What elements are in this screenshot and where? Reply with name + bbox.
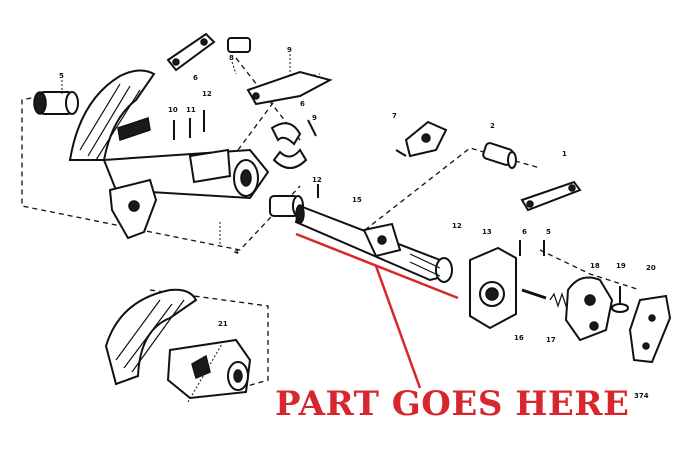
callout-label: 11	[186, 106, 196, 114]
assembly-line-far-right	[539, 249, 641, 291]
small-screws	[173, 110, 319, 198]
assembly-line-left	[21, 95, 301, 251]
part-goes-here-caption: PART GOES HERE	[275, 384, 630, 424]
red-annotation	[295, 232, 459, 389]
callout-label: 6	[522, 228, 527, 236]
callout-label: 4	[234, 248, 239, 256]
callout-label: 5	[59, 72, 64, 80]
callout-label: 10	[168, 106, 178, 114]
callout-label: 12	[312, 176, 322, 184]
callout-label: 9	[287, 46, 292, 54]
mid-top-bracket	[395, 120, 448, 158]
fork-bracket	[246, 70, 333, 106]
callout-label: 15	[352, 196, 362, 204]
callout-label: 20	[646, 264, 656, 272]
callout-label: 21	[218, 320, 228, 328]
callout-label: 6	[193, 74, 198, 82]
gasket-plate	[628, 294, 672, 364]
callout-label: 12	[452, 222, 462, 230]
callout-label: 7	[392, 112, 397, 120]
callout-numbers: 5 8 9 6 10 11 12 6 9 7 12 15 2 1 12 13 6…	[59, 46, 656, 400]
callout-label: 9	[312, 114, 317, 122]
assembly-line-mid	[237, 73, 321, 151]
callout-label: 12	[202, 90, 212, 98]
callout-label: 1	[562, 150, 567, 158]
callout-label: 17	[546, 336, 556, 344]
pivot-block	[469, 246, 517, 330]
callout-label: 18	[590, 262, 600, 270]
clamp-shells	[270, 122, 308, 169]
stud-and-spring	[519, 240, 571, 308]
callout-label: 6	[300, 100, 305, 108]
callout-label: 16	[514, 334, 524, 342]
clevis-block	[108, 178, 158, 240]
lower-housing	[104, 288, 252, 400]
callout-label: 19	[616, 262, 626, 270]
callout-label: 374	[634, 392, 649, 400]
link-bar	[520, 180, 582, 212]
callout-label: 5	[546, 228, 551, 236]
callout-leaders	[61, 54, 291, 403]
toothed-arm	[564, 276, 629, 342]
red-pointer-line	[374, 265, 422, 389]
left-bushing	[33, 91, 79, 115]
callout-label: 8	[229, 54, 234, 62]
callout-label: 2	[490, 122, 495, 130]
upper-housing	[68, 69, 270, 200]
callout-label: 13	[482, 228, 492, 236]
roller	[482, 142, 517, 169]
assembly-line-lower	[149, 289, 269, 389]
main-shaft	[294, 204, 453, 283]
top-bracket-plates	[166, 32, 251, 72]
